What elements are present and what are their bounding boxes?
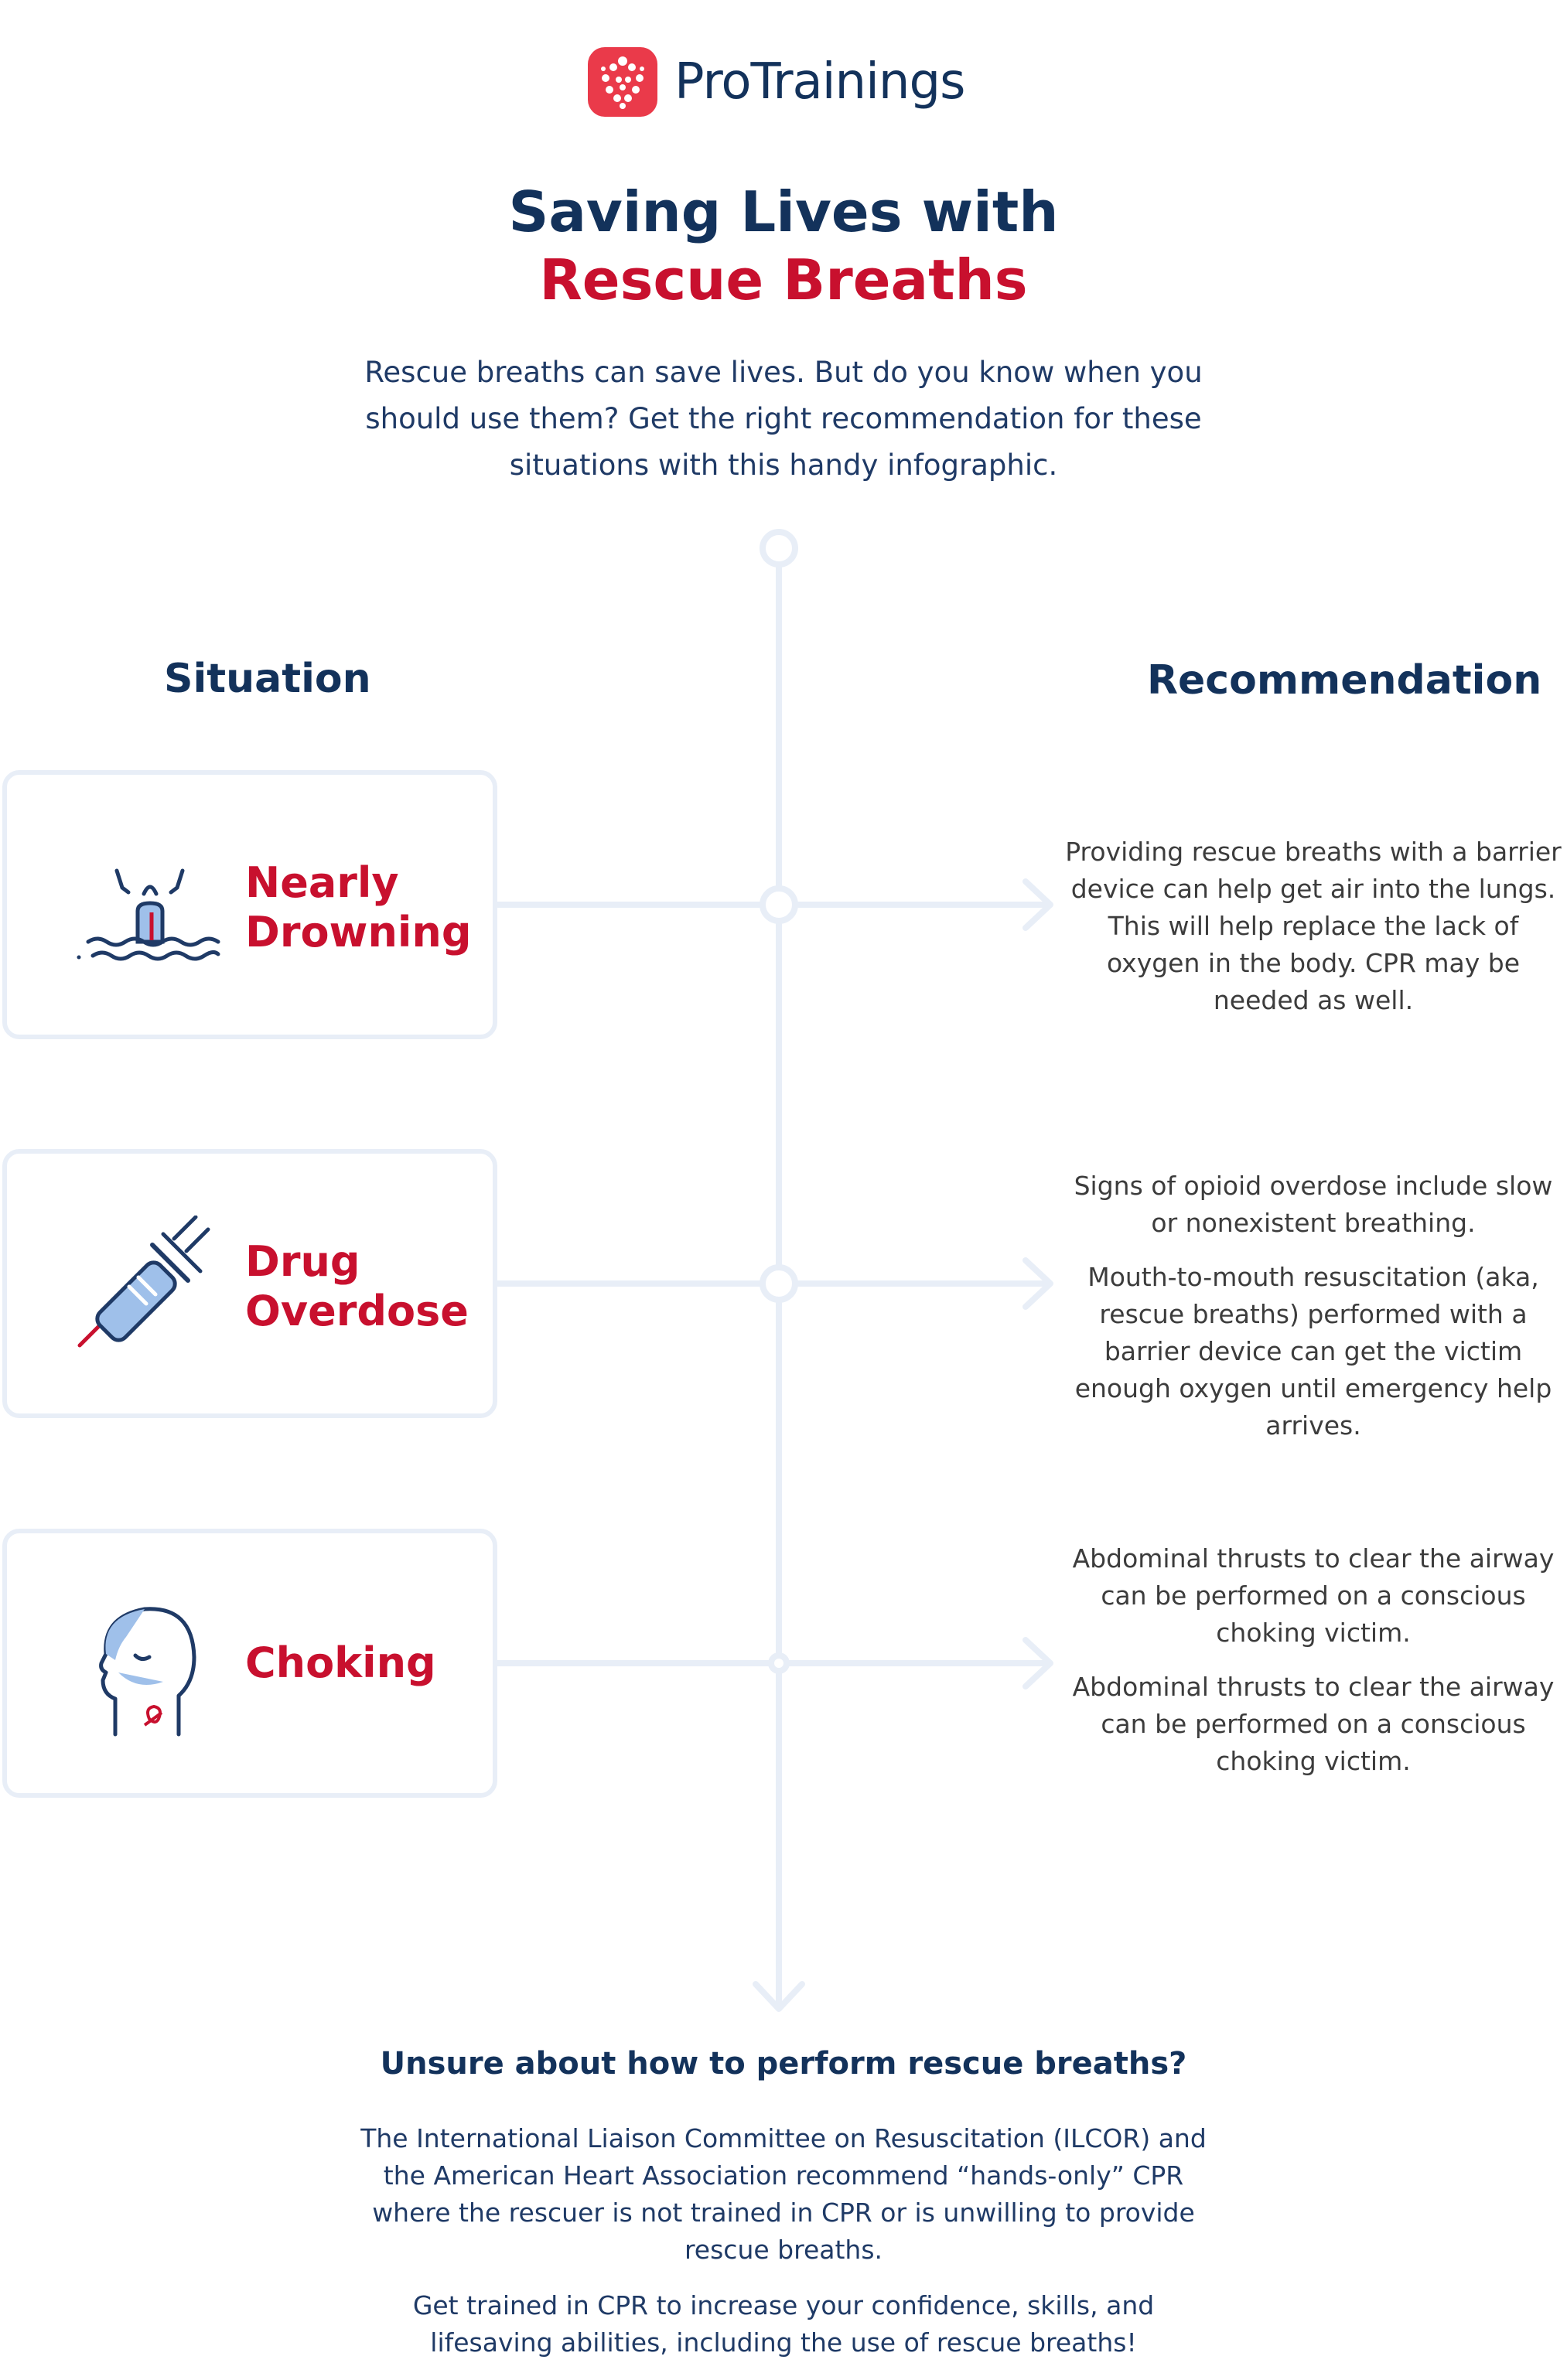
protrainings-logo: ProTrainings (588, 45, 975, 119)
situation-card-drug-overdose: Drug Overdose (2, 1149, 497, 1418)
choking-head-icon (99, 1607, 196, 1737)
arrow-right-icon (1022, 878, 1053, 931)
timeline-start-dot (760, 529, 798, 568)
intro-text: Rescue breaths can save lives. But do yo… (364, 356, 1203, 482)
situation-card-choking: Choking (2, 1529, 497, 1798)
logo-dots-icon (588, 47, 657, 117)
situation-label: Drug Overdose (245, 1237, 469, 1335)
bottom-heading: Unsure about how to perform rescue breat… (380, 2046, 1187, 2082)
timeline-node (760, 1264, 798, 1303)
timeline-node (768, 1652, 790, 1674)
situation-heading: Situation (164, 656, 371, 702)
timeline-node (760, 885, 798, 924)
recommendation-choking: Abdominal thrusts to clear the airway ca… (1072, 1543, 1555, 1776)
situation-label: Nearly Drowning (245, 858, 472, 956)
page-title: Saving Lives with (508, 179, 1059, 244)
situation-card-nearly-drowning: Nearly Drowning (2, 770, 497, 1039)
drowning-icon (77, 868, 220, 961)
recommendation-heading: Recommendation (1147, 657, 1542, 704)
recommendation-nearly-drowning: Providing rescue breaths with a barrier … (1065, 837, 1562, 1015)
brand-name: ProTrainings (674, 53, 965, 111)
recommendation-drug-overdose: Signs of opioid overdose include slow or… (1074, 1171, 1553, 1441)
arrow-right-icon (1022, 1637, 1053, 1690)
bottom-text: The International Liaison Committee on R… (360, 2123, 1207, 2358)
timeline-arrowhead (753, 1981, 805, 2012)
page-title-highlight: Rescue Breaths (539, 247, 1028, 312)
situation-label: Choking (245, 1638, 436, 1687)
syringe-icon (77, 1216, 210, 1348)
arrow-right-icon (1022, 1257, 1053, 1310)
